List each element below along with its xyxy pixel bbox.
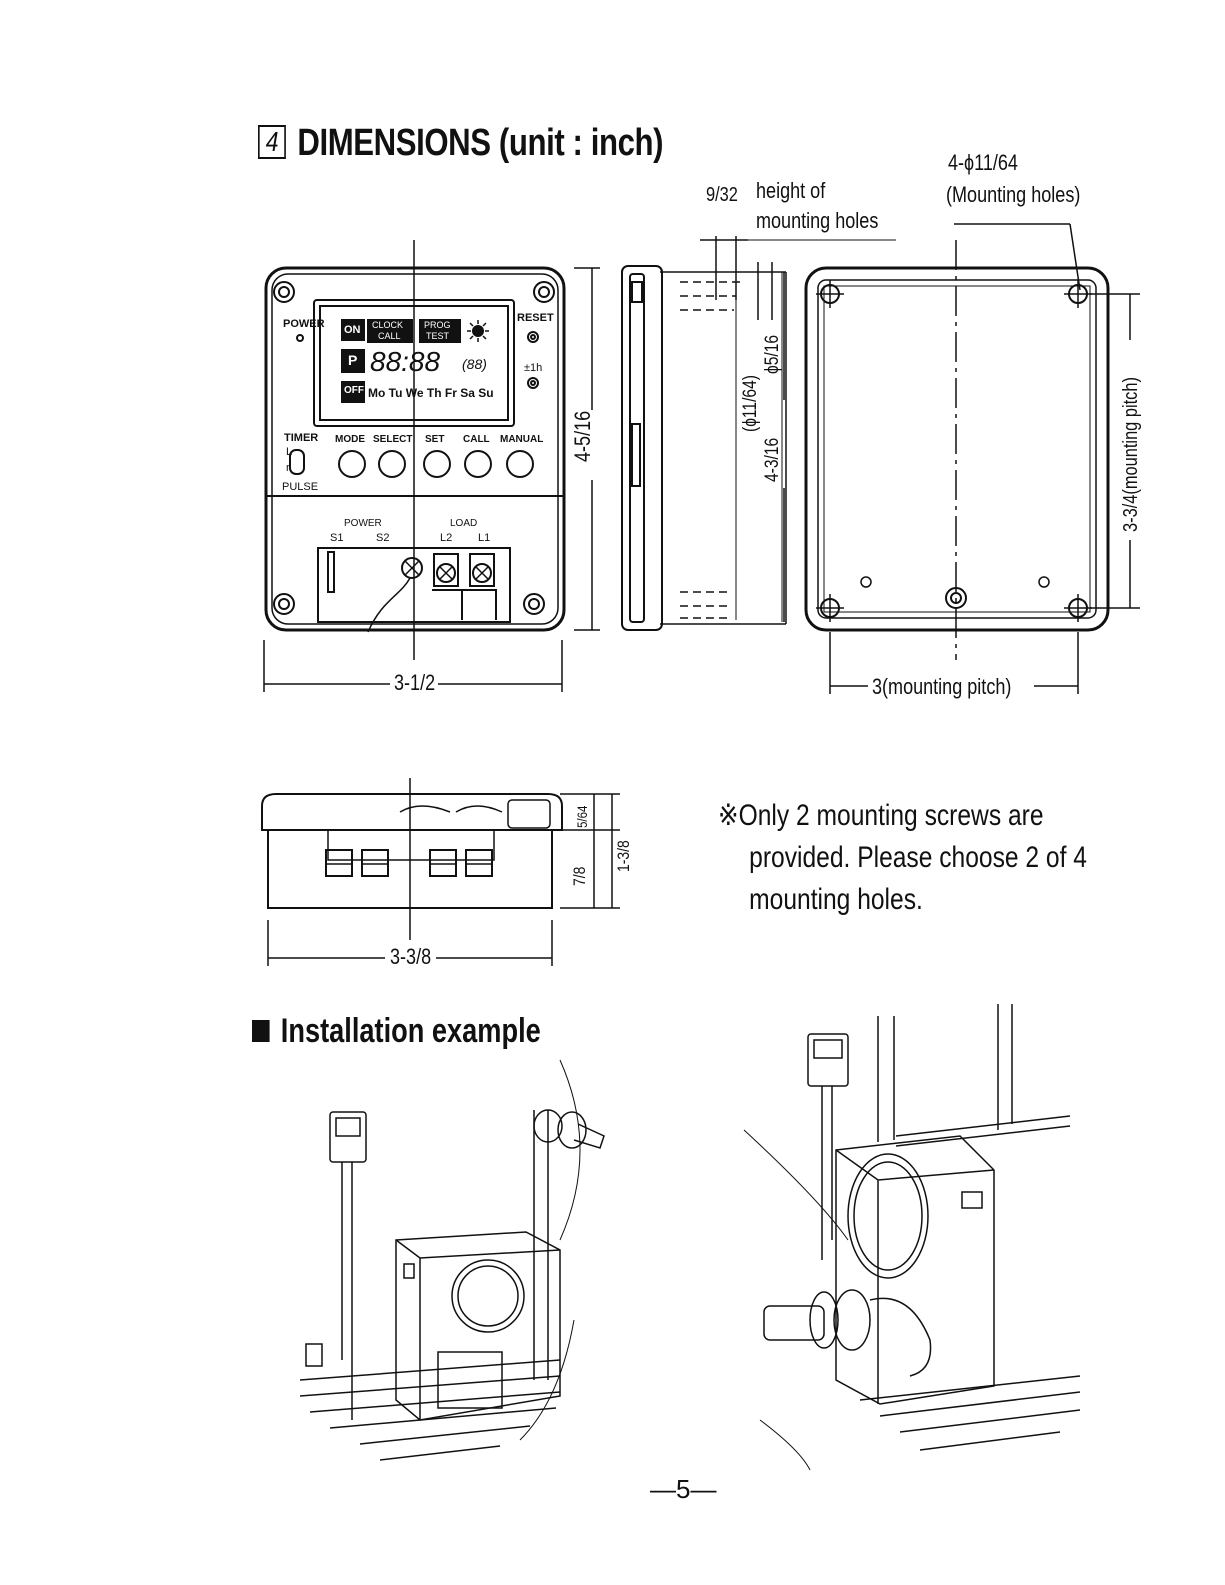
reset-label: RESET	[517, 312, 554, 324]
l1-label: L1	[478, 532, 491, 544]
side-height-dim: 4-3/16	[762, 437, 783, 482]
installation-illustration-right	[743, 1004, 1081, 1471]
p-label: P	[348, 352, 358, 368]
square-bullet-icon	[252, 1020, 270, 1042]
note-line-1: ※Only 2 mounting screws are	[718, 799, 1044, 832]
test-label: TEST	[426, 331, 450, 341]
page-number: —5—	[650, 1474, 717, 1504]
hole-height-note-line2: mounting holes	[756, 208, 879, 233]
side-view	[621, 236, 896, 631]
s2-label: S2	[376, 532, 390, 544]
clock-label: CLOCK	[372, 320, 404, 330]
section-number-box: 4	[258, 125, 286, 159]
terminal-power-label: POWER	[344, 518, 382, 529]
section-title: 4 DIMENSIONS (unit : inch)	[258, 122, 664, 165]
bottom-dim-5-64: 5/64	[574, 805, 590, 828]
off-label: OFF	[344, 385, 364, 396]
timer-l-label: L	[286, 446, 293, 458]
installation-illustration-left	[299, 1059, 605, 1461]
select-button-label: SELECT	[373, 434, 413, 445]
bottom-dim-1-3-8: 1-3/8	[614, 840, 633, 872]
s1-label: S1	[330, 532, 344, 544]
mounting-note: ※Only 2 mounting screws are provided. Pl…	[718, 795, 1087, 921]
phi-small-dim: (ϕ11/64)	[740, 375, 761, 432]
on-label: ON	[344, 324, 361, 336]
bottom-width-dim: 3-3/8	[390, 944, 432, 969]
days-label: Mo Tu We Th Fr Sa Su	[368, 386, 494, 400]
note-line-2: provided. Please choose 2 of 4	[749, 841, 1087, 874]
terminal-load-label: LOAD	[450, 518, 478, 529]
call-label: CALL	[378, 331, 401, 341]
l2-label: L2	[440, 532, 453, 544]
time-small-digits: (88)	[462, 356, 487, 372]
mode-button-label: MODE	[335, 434, 365, 445]
holes-note: (Mounting holes)	[946, 182, 1081, 207]
bottom-dim-7-8: 7/8	[570, 866, 589, 886]
vertical-pitch-dim: 3-3/4(mounting pitch)	[1120, 377, 1142, 532]
set-button-label: SET	[425, 434, 445, 445]
section-title-text: DIMENSIONS (unit : inch)	[297, 122, 664, 164]
front-view	[263, 240, 600, 692]
note-line-3: mounting holes.	[749, 883, 923, 916]
front-height-dim: 4-5/16	[570, 410, 595, 462]
hole-height-fraction: 9/32	[706, 184, 738, 206]
prog-label: PROG	[424, 320, 451, 330]
front-width-dim: 3-1/2	[394, 670, 436, 695]
installation-title-text: Installation example	[280, 1012, 541, 1050]
plus-minus-label: ±1h	[524, 362, 543, 374]
installation-title: Installation example	[252, 1012, 541, 1051]
hole-height-note-line1: height of	[756, 178, 826, 203]
back-view	[804, 223, 1140, 694]
time-digits: 88:88	[370, 346, 441, 377]
power-label: POWER	[283, 318, 325, 330]
phi-large-dim: ϕ5/16	[762, 334, 783, 374]
timer-label: TIMER	[284, 432, 319, 444]
bottom-view	[261, 778, 620, 966]
holes-dim: 4-ϕ11/64	[948, 150, 1018, 175]
horizontal-pitch-dim: 3(mounting pitch)	[872, 674, 1012, 699]
call-button-label: CALL	[463, 434, 490, 445]
pulse-label: PULSE	[282, 481, 319, 493]
timer-r-label: r	[286, 462, 290, 474]
manual-button-label: MANUAL	[500, 434, 544, 445]
